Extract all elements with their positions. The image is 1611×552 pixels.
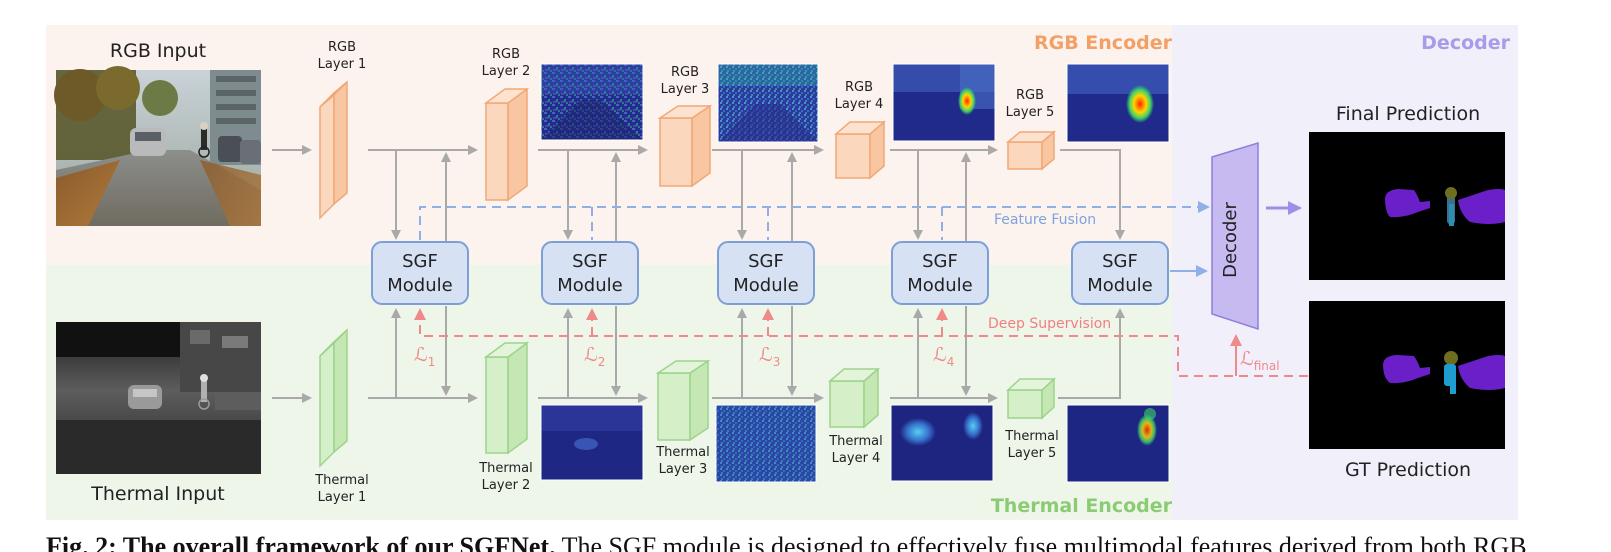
thermal-layer-5-label-line-1: Thermal [1004,429,1059,444]
thermal-encoder-title: Thermal Encoder [991,495,1173,517]
final-prediction-image [1309,132,1505,280]
feature-fusion-line [419,201,1210,240]
rgb-layer-3-block [657,104,713,188]
thermal-layer-4-block [827,367,881,429]
thermal-input-image [56,322,261,474]
thermal-feature-map-3 [715,404,817,483]
loss-subscript: 2 [598,355,606,369]
sgf-module-3: SGF Module [717,241,815,305]
sgf-module-4: SGF Module [891,241,989,305]
deep-supervision-line [414,308,1308,377]
rgb-feature-map-3 [717,63,819,143]
thermal-feature-map-4 [890,404,994,482]
sgf-module-1-line-2: Module [387,275,452,296]
deep-supervision-label: Deep Supervision [988,316,1111,332]
rgb-layer-5-label-line-1: RGB [1016,88,1044,103]
caption-rest: The SGF module is designed to effectivel… [555,532,1527,552]
rgb-layer-3-label-line-1: RGB [671,65,699,80]
sgf-module-4-line-2: Module [907,275,972,296]
thermal-layer-5-block [1006,377,1056,420]
decoder-block-label: Decoder [1220,202,1241,278]
thermal-layer-5-label-line-2: Layer 5 [1008,446,1057,461]
thermal-layer-2-label-line-1: Thermal [478,461,533,476]
thermal-layer-3-label-line-1: Thermal [655,445,710,460]
rgb-layer-3-label-line-2: Layer 3 [661,82,710,97]
loss-symbol: ℒ [1240,348,1254,370]
loss-label-1: ℒ1 [414,344,435,369]
loss-label-3: ℒ3 [759,344,780,369]
rgb-layer-5-block [1005,130,1057,171]
loss-subscript: final [1254,359,1280,373]
sgf-module-2: SGF Module [541,241,639,305]
sgf-module-3-line-2: Module [733,275,798,296]
gt-prediction-image [1309,301,1505,449]
thermal-layer-2-block [483,341,530,455]
rgb-layer-1-block [319,80,348,220]
rgb-layer-5-label-line-2: Layer 5 [1006,105,1055,120]
loss-symbol: ℒ [759,344,773,366]
sgf-module-5: SGF Module [1071,241,1169,305]
rgb-input-image [54,66,261,226]
loss-symbol: ℒ [414,344,428,366]
thermal-layer-1-block [319,328,348,468]
rgb-layer-2-label-line-2: Layer 2 [482,64,531,79]
rgb-layer-labels: RGB Layer 1 RGB Layer 2 RGB Layer 3 RGB Layer 4… [318,40,1055,120]
loss-subscript: 3 [773,355,781,369]
thermal-input-title: Thermal Input [90,483,224,505]
thermal-layer-3-block [655,359,711,442]
thermal-stream-arrows [272,306,1125,403]
final-prediction-title: Final Prediction [1336,103,1480,125]
thermal-layer-4-label-line-1: Thermal [828,434,883,449]
thermal-layer-1-label-line-2: Layer 1 [318,490,367,505]
sgf-module-2-line-1: SGF [572,251,608,272]
rgb-feature-map-2 [540,63,644,141]
loss-symbol: ℒ [584,344,598,366]
sgf-module-5-line-2: Module [1087,275,1152,296]
sgf-module-1: SGF Module [371,241,469,305]
loss-subscript: 1 [428,355,436,369]
rgb-layer-2-block [483,87,530,202]
rgb-input-title: RGB Input [110,40,206,62]
thermal-layer-1-label-line-1: Thermal [314,473,369,488]
rgb-layer-1-label-line-2: Layer 1 [318,57,367,72]
loss-label-4: ℒ4 [933,344,954,369]
sgf-module-5-line-1: SGF [1102,251,1138,272]
rgb-layer-1-label-line-1: RGB [328,40,356,55]
loss-label-2: ℒ2 [584,344,605,369]
sgf-module-1-line-1: SGF [402,251,438,272]
sgf-module-2-line-2: Module [557,275,622,296]
rgb-layer-4-block [833,120,887,180]
diagram-canvas: RGB Encoder Thermal Encoder Decoder RGB … [46,25,1518,520]
rgb-feature-map-5 [1066,63,1170,143]
rgb-stream-arrows [272,145,1125,242]
sgf-module-4-line-1: SGF [922,251,958,272]
thermal-layer-4-label-line-2: Layer 4 [832,451,881,466]
figure-caption: Fig. 2: The overall framework of our SGF… [46,527,1606,552]
thermal-feature-map-5 [1066,404,1170,483]
loss-label-5: ℒfinal [1240,348,1280,373]
rgb-layer-4-label-line-1: RGB [845,80,873,95]
rgb-encoder-title: RGB Encoder [1034,32,1173,54]
thermal-layer-2-label-line-2: Layer 2 [482,478,531,493]
caption-bold: Fig. 2: The overall framework of our SGF… [46,532,556,552]
rgb-feature-map-4 [892,63,996,142]
loss-subscript: 4 [947,355,955,369]
feature-fusion-label: Feature Fusion [994,212,1096,228]
decoder-block: Decoder [1211,141,1259,331]
gt-prediction-title: GT Prediction [1345,459,1471,481]
thermal-layer-3-label-line-2: Layer 3 [659,462,708,477]
rgb-layer-2-label-line-1: RGB [492,47,520,62]
rgb-layer-4-label-line-2: Layer 4 [835,97,884,112]
decoder-region-title: Decoder [1421,32,1510,54]
sgf-modules: SGF Module SGF Module SGF Module SGF Module SGF M… [371,241,1169,305]
sgf-module-3-line-1: SGF [748,251,784,272]
thermal-feature-map-2 [540,404,644,481]
loss-symbol: ℒ [933,344,947,366]
